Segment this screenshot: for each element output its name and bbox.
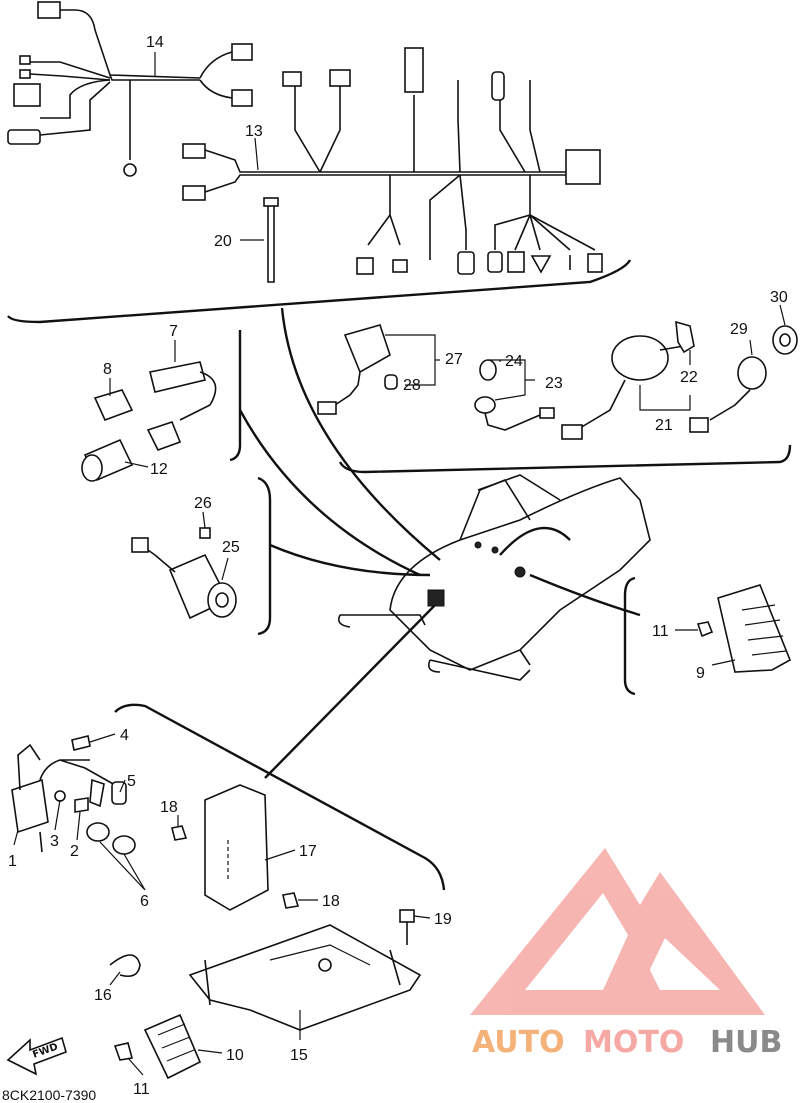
- frame-harness-bottom: [7, 259, 632, 324]
- switch-29: [689, 356, 767, 433]
- cap-30: [772, 325, 798, 355]
- label-11-right: 11: [652, 623, 669, 640]
- label-26: 26: [194, 495, 212, 512]
- label-13: 13: [245, 123, 263, 140]
- starter-25: [131, 527, 237, 620]
- grommet-6: [86, 822, 136, 855]
- label-5: 5: [127, 773, 136, 790]
- frame-starter-right: [257, 476, 272, 636]
- label-29: 29: [730, 321, 748, 338]
- socket-23: [474, 359, 555, 431]
- connector-8: [93, 389, 182, 451]
- regulator-10: [113, 1013, 202, 1080]
- label-10: 10: [226, 1047, 244, 1064]
- label-24: 24: [505, 353, 523, 370]
- clamp-16: [109, 954, 141, 978]
- label-8: 8: [103, 361, 112, 378]
- label-11-bottom: 11: [133, 1081, 150, 1098]
- label-16: 16: [94, 987, 112, 1004]
- label-leaders: [13, 52, 786, 1076]
- cover-17: [171, 784, 300, 911]
- label-17: 17: [299, 843, 317, 860]
- leader-bracket: [264, 599, 441, 779]
- watermark-hub: HUB: [710, 1025, 782, 1060]
- leader-lines: [238, 307, 641, 779]
- leader-9: [529, 573, 641, 617]
- bolt-2-3: [54, 790, 89, 813]
- ignition-coil-1: [11, 743, 90, 853]
- watermark-logo: [470, 848, 765, 1015]
- label-12: 12: [150, 461, 168, 478]
- leader-7: [238, 409, 421, 577]
- frame-ignition-top: [114, 703, 446, 891]
- switch-27: [317, 324, 398, 415]
- label-20: 20: [214, 233, 232, 250]
- group-frames: [7, 259, 792, 891]
- leader-13: [280, 307, 441, 561]
- cover-12: [81, 438, 134, 482]
- label-4: 4: [120, 727, 129, 744]
- label-23: 23: [545, 375, 563, 392]
- label-9: 9: [696, 665, 705, 682]
- label-25: 25: [222, 539, 240, 556]
- label-22: 22: [680, 369, 698, 386]
- wire-harness-13: [182, 47, 603, 275]
- part-labels: 14 13 20 7 8 12 27 28 24 23 22 21 29 30 …: [2, 34, 788, 1103]
- label-21: 21: [655, 417, 673, 434]
- frame-cdi-right: [229, 330, 242, 462]
- label-7: 7: [169, 323, 178, 340]
- label-2: 2: [70, 843, 79, 860]
- diagram-code: 8CK2100-7390: [2, 1087, 96, 1103]
- label-3: 3: [50, 833, 59, 850]
- wire-harness-14: [7, 1, 253, 177]
- cap-5: [59, 759, 127, 808]
- watermark-moto: MOTO: [583, 1025, 684, 1060]
- cdi-unit-7: [149, 361, 217, 421]
- label-15: 15: [290, 1047, 308, 1064]
- label-14: 14: [146, 34, 164, 51]
- label-28: 28: [403, 377, 421, 394]
- label-27: 27: [445, 351, 463, 368]
- bolt-4: [71, 735, 91, 751]
- label-6: 6: [140, 893, 149, 910]
- fwd-arrow-icon: FWD: [6, 1036, 67, 1076]
- leader-25: [269, 543, 431, 577]
- bracket-15: [188, 909, 422, 1031]
- watermark-text: AUTO MOTO HUB: [472, 1025, 782, 1060]
- label-18-left: 18: [160, 799, 178, 816]
- rectifier-9: [696, 584, 792, 673]
- snowmobile-illustration: [337, 474, 651, 681]
- label-19: 19: [434, 911, 452, 928]
- frame-switch-bottom: [338, 444, 792, 474]
- label-30: 30: [770, 289, 788, 306]
- watermark-auto: AUTO: [472, 1025, 565, 1060]
- label-18-right: 18: [322, 893, 340, 910]
- key-switch-21: [561, 320, 695, 440]
- cable-tie-20: [263, 197, 279, 283]
- label-1: 1: [8, 853, 17, 870]
- frame-rectifier-left: [623, 576, 636, 696]
- leader-switch: [499, 526, 571, 556]
